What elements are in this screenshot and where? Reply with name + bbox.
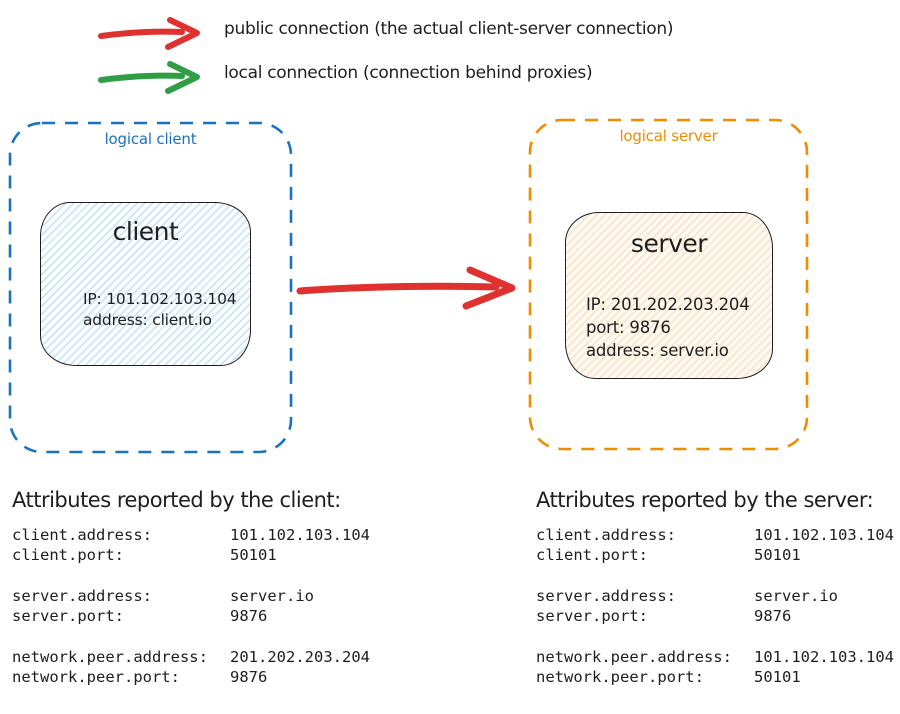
attr-value: 101.102.103.104	[754, 526, 894, 544]
client-attr-group-server: server.address: server.io server.port: 9…	[12, 586, 370, 626]
attr-row: network.peer.address: 201.202.203.204	[12, 647, 370, 667]
local-connection-arrow-icon	[98, 61, 200, 94]
logical-server-group-box	[528, 118, 809, 451]
server-attributes-title: Attributes reported by the server:	[536, 488, 874, 512]
attr-row: server.address: server.io	[536, 586, 894, 606]
attr-row: client.address: 101.102.103.104	[12, 525, 370, 545]
server-node-details: IP: 201.202.203.204 port: 9876 address: …	[586, 293, 750, 362]
logical-client-group-box	[8, 121, 293, 454]
server-ip-line: IP: 201.202.203.204	[586, 295, 750, 314]
attr-value: 50101	[754, 546, 801, 564]
attr-value: server.io	[754, 587, 838, 605]
server-attr-group-network-peer: network.peer.address: 101.102.103.104 ne…	[536, 647, 894, 687]
attr-value: 9876	[230, 668, 268, 686]
client-server-connection-arrow-icon	[296, 266, 516, 310]
server-node-title: server	[630, 229, 708, 258]
logical-server-label: logical server	[619, 127, 718, 145]
attr-key: server.address:	[12, 587, 152, 605]
attr-value: 201.202.203.204	[230, 648, 370, 666]
legend-public-connection-label: public connection (the actual client-ser…	[224, 19, 674, 39]
client-node: client IP: 101.102.103.104 address: clie…	[40, 202, 251, 366]
attr-value: server.io	[230, 587, 314, 605]
client-node-title: client	[112, 217, 179, 246]
attr-key: network.peer.address:	[536, 648, 732, 666]
public-connection-arrow-icon	[98, 17, 200, 50]
attr-key: client.address:	[536, 526, 676, 544]
attr-value: 9876	[754, 607, 792, 625]
server-attributes-list: client.address: 101.102.103.104 client.p…	[536, 525, 894, 708]
attr-key: network.peer.port:	[536, 668, 704, 686]
client-node-details: IP: 101.102.103.104 address: client.io	[83, 289, 237, 331]
attr-key: network.peer.port:	[12, 668, 180, 686]
attr-row: client.address: 101.102.103.104	[536, 525, 894, 545]
attr-key: server.port:	[12, 607, 124, 625]
attr-row: client.port: 50101	[12, 545, 370, 565]
attr-row: network.peer.port: 9876	[12, 667, 370, 687]
attr-value: 101.102.103.104	[754, 648, 894, 666]
server-attr-group-client: client.address: 101.102.103.104 client.p…	[536, 525, 894, 565]
attr-value: 9876	[230, 607, 268, 625]
attr-key: network.peer.address:	[12, 648, 208, 666]
client-ip-line: IP: 101.102.103.104	[83, 290, 237, 308]
attr-row: server.address: server.io	[12, 586, 370, 606]
attr-key: server.address:	[536, 587, 676, 605]
server-address-line: address: server.io	[586, 341, 729, 360]
attr-value: 101.102.103.104	[230, 526, 370, 544]
legend-local-connection-label: local connection (connection behind prox…	[224, 63, 593, 83]
attr-row: network.peer.address: 101.102.103.104	[536, 647, 894, 667]
attr-key: client.port:	[12, 546, 124, 564]
attr-value: 50101	[230, 546, 277, 564]
server-port-line: port: 9876	[586, 318, 671, 337]
attr-row: client.port: 50101	[536, 545, 894, 565]
client-address-line: address: client.io	[83, 311, 212, 329]
attr-key: server.port:	[536, 607, 648, 625]
client-attr-group-network-peer: network.peer.address: 201.202.203.204 ne…	[12, 647, 370, 687]
attr-value: 50101	[754, 668, 801, 686]
client-attributes-title: Attributes reported by the client:	[12, 488, 341, 512]
attr-row: server.port: 9876	[536, 606, 894, 626]
server-node: server IP: 201.202.203.204 port: 9876 ad…	[565, 212, 773, 379]
attr-row: network.peer.port: 50101	[536, 667, 894, 687]
client-attr-group-client: client.address: 101.102.103.104 client.p…	[12, 525, 370, 565]
attr-row: server.port: 9876	[12, 606, 370, 626]
client-attributes-list: client.address: 101.102.103.104 client.p…	[12, 525, 370, 708]
attr-key: client.address:	[12, 526, 152, 544]
logical-client-label: logical client	[104, 130, 197, 148]
server-attr-group-server: server.address: server.io server.port: 9…	[536, 586, 894, 626]
attr-key: client.port:	[536, 546, 648, 564]
